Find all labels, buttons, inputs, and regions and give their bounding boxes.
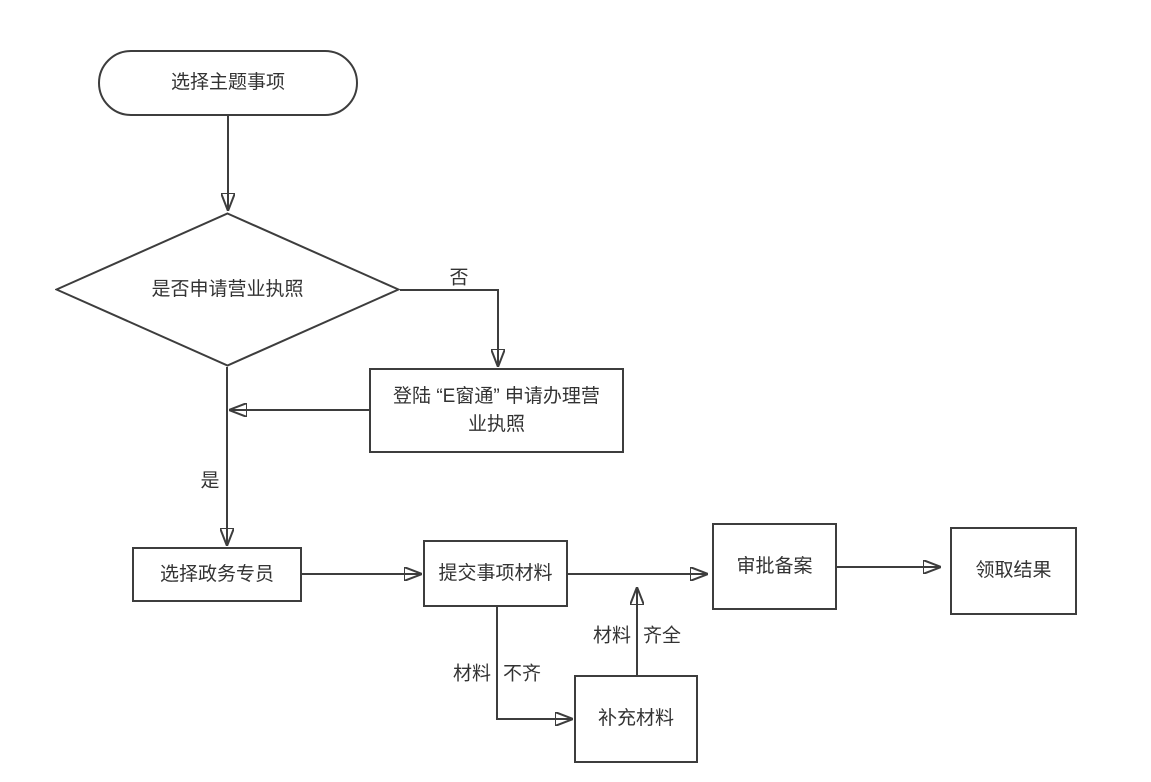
edge-decision-no-to-ewindow [400, 289, 498, 367]
node-ewindow: 登陆 “E窗通” 申请办理营 业执照 [369, 368, 624, 453]
edge-label-complete-materials: 材料 [592, 625, 632, 647]
node-submit: 提交事项材料 [423, 540, 568, 607]
node-specialist-label: 选择政务专员 [159, 563, 274, 585]
node-decision: 是否申请营业执照 [55, 212, 400, 367]
edge-label-complete-status: 齐全 [642, 625, 682, 647]
node-start: 选择主题事项 [98, 50, 358, 116]
edge-label-yes: 是 [200, 470, 220, 492]
node-supplement: 补充材料 [574, 675, 698, 763]
node-result: 领取结果 [950, 527, 1077, 615]
node-ewindow-label: 登陆 “E窗通” 申请办理营 业执照 [393, 385, 600, 435]
node-start-label: 选择主题事项 [170, 72, 285, 94]
node-approval: 审批备案 [712, 523, 837, 610]
node-submit-label: 提交事项材料 [438, 562, 553, 584]
node-result-label: 领取结果 [975, 560, 1052, 582]
node-specialist: 选择政务专员 [132, 547, 302, 602]
edge-label-no: 否 [449, 267, 469, 289]
node-supplement-label: 补充材料 [597, 708, 674, 730]
node-approval-label: 审批备案 [736, 555, 813, 577]
edge-submit-to-supplement [496, 607, 573, 719]
node-decision-label: 是否申请营业执照 [151, 278, 304, 300]
edge-label-incomplete-status: 不齐 [502, 663, 542, 685]
edge-label-incomplete-materials: 材料 [452, 663, 492, 685]
diamond-shape [55, 212, 400, 367]
